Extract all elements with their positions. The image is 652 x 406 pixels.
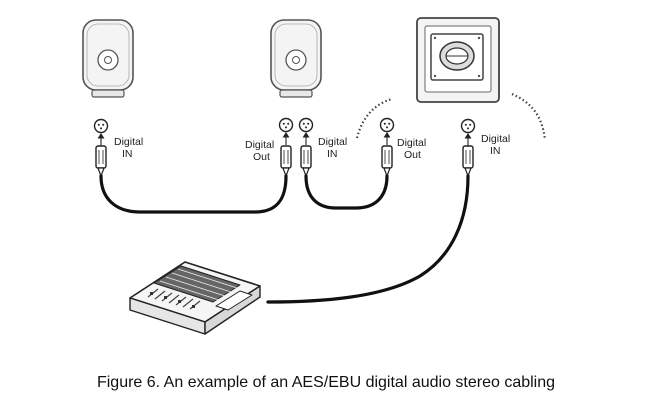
cable-plug-icon: [95, 145, 107, 177]
cable-speaker2-subwoofer: [304, 174, 389, 210]
dotted-outline-left: [355, 97, 393, 139]
xlr-connector-icon: [460, 118, 476, 134]
figure-caption: Figure 6. An example of an AES/EBU digit…: [96, 374, 556, 391]
xlr-connector-icon: [278, 117, 294, 133]
cable-plug-icon: [280, 145, 292, 177]
mixing-console: [129, 261, 261, 335]
cable-mixer-subwoofer: [266, 174, 470, 304]
signal-arrows: [97, 131, 472, 146]
xlr-connector-icon: [379, 117, 395, 133]
xlr-connector-icon: [93, 118, 109, 134]
xlr-connector-icon: [298, 117, 314, 133]
speaker-2: [270, 19, 322, 98]
label-digital-out-subwoofer: Digital Out: [397, 137, 429, 161]
label-digital-in-speaker1: Digital IN: [114, 136, 146, 160]
label-digital-in-subwoofer: Digital IN: [481, 133, 513, 157]
speaker-1: [82, 19, 134, 98]
cable-plug-icon: [381, 145, 393, 177]
label-digital-out-speaker2: Digital Out: [245, 139, 277, 163]
cable-speaker1-speaker2: [99, 174, 288, 214]
label-digital-in-speaker2: Digital IN: [318, 136, 350, 160]
cable-plug-icon: [300, 145, 312, 177]
cable-plug-icon: [462, 145, 474, 177]
subwoofer: [416, 17, 500, 103]
dotted-outline-right: [511, 92, 547, 141]
